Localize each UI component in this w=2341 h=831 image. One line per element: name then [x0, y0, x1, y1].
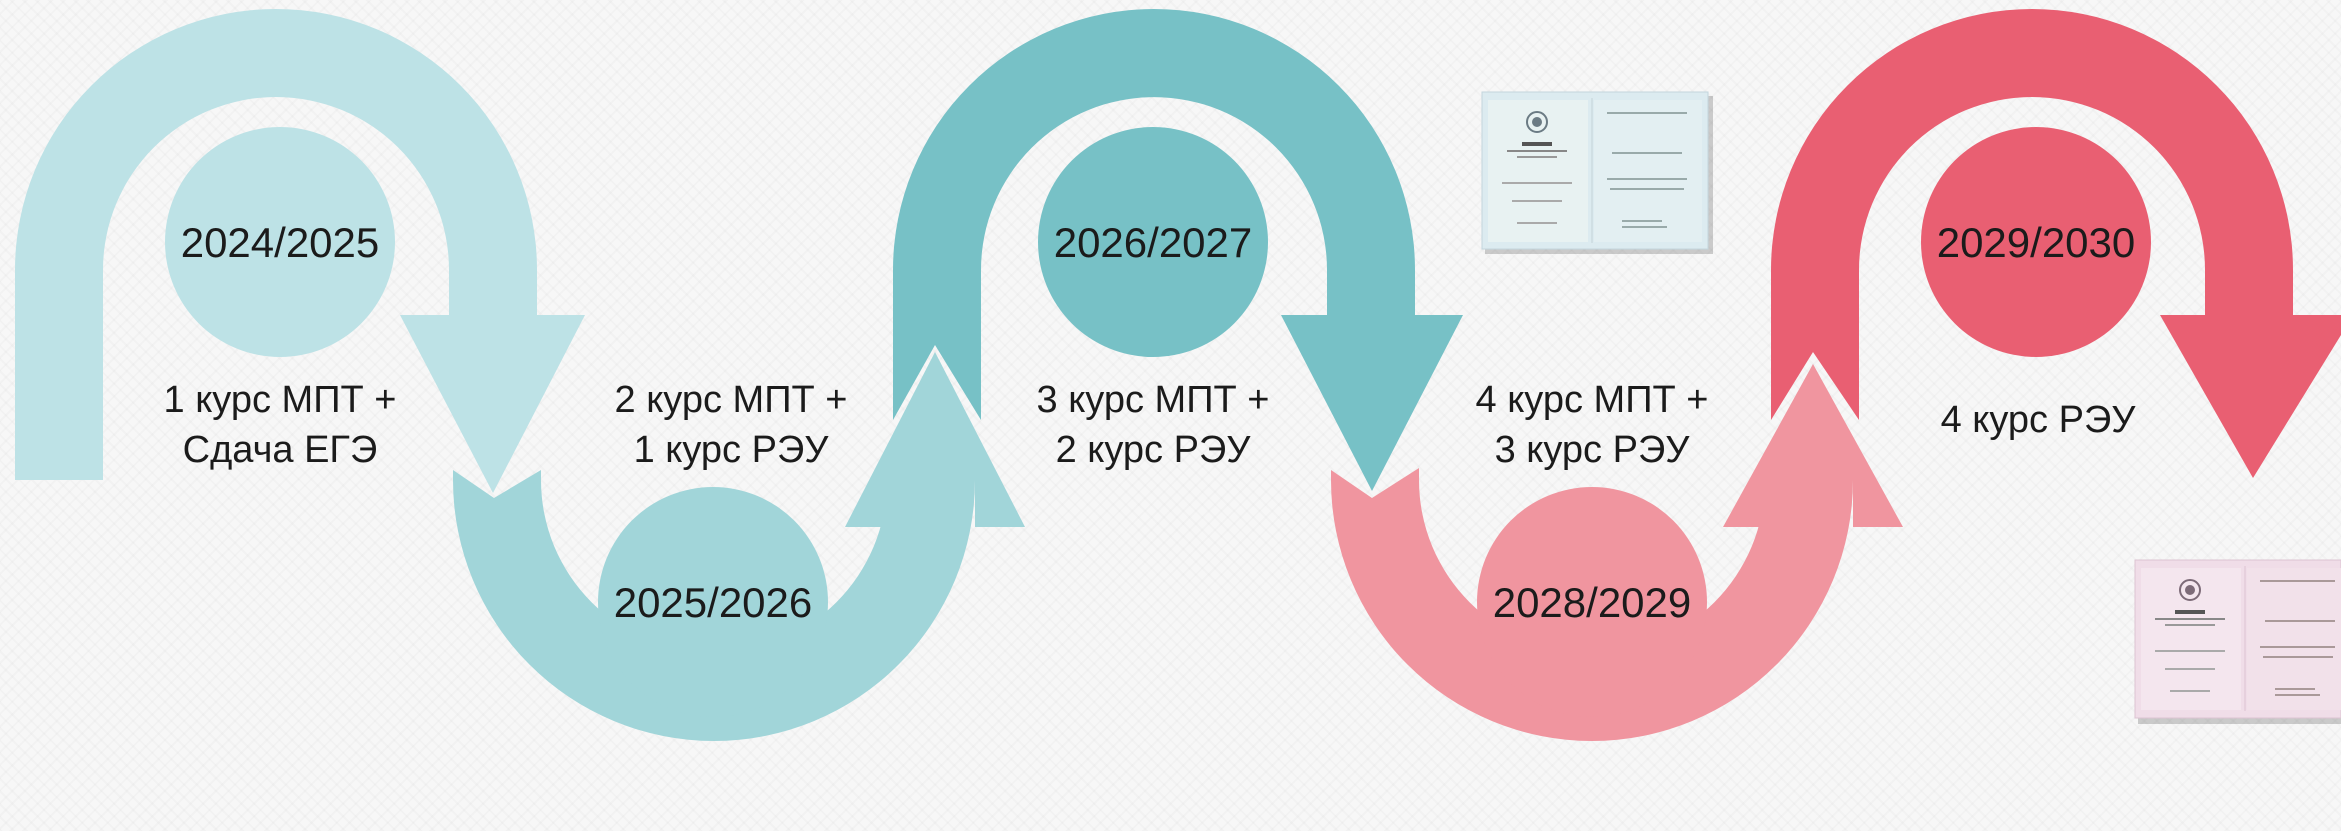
year-circle-2028: [1477, 487, 1707, 717]
caption-2026-line1: 3 курс МПТ +: [1037, 379, 1270, 421]
year-circle-2025: [598, 487, 828, 717]
arch-2026: [893, 9, 1463, 491]
year-circle-2026: [1038, 127, 1268, 357]
year-circle-2029: [1921, 127, 2151, 357]
year-label-2028: 2028/2029: [1493, 579, 1692, 626]
caption-2024-line1: 1 курс МПТ +: [164, 379, 397, 421]
caption-2029-line1: 4 курс РЭУ: [1941, 399, 2137, 441]
caption-2025-line1: 2 курс МПТ +: [615, 379, 848, 421]
year-label-2026: 2026/2027: [1054, 219, 1253, 266]
year-circle-2024: [165, 127, 395, 357]
caption-2025-line2: 1 курс РЭУ: [634, 429, 830, 471]
diploma-pink-icon: [2134, 559, 2341, 724]
arch-2024: [15, 9, 585, 493]
caption-2026-line2: 2 курс РЭУ: [1056, 429, 1252, 471]
year-label-2025: 2025/2026: [614, 579, 813, 626]
arch-2028: [1331, 364, 1903, 741]
diploma-blue-icon: [1481, 91, 1713, 254]
caption-2028-line1: 4 курс МПТ +: [1476, 379, 1709, 421]
year-label-2029: 2029/2030: [1937, 219, 2136, 266]
year-label-2024: 2024/2025: [181, 219, 380, 266]
caption-2024-line2: Сдача ЕГЭ: [183, 429, 378, 471]
caption-2028-line2: 3 курс РЭУ: [1495, 429, 1691, 471]
arch-2029: [1771, 9, 2341, 478]
arch-2025: [453, 352, 1025, 741]
